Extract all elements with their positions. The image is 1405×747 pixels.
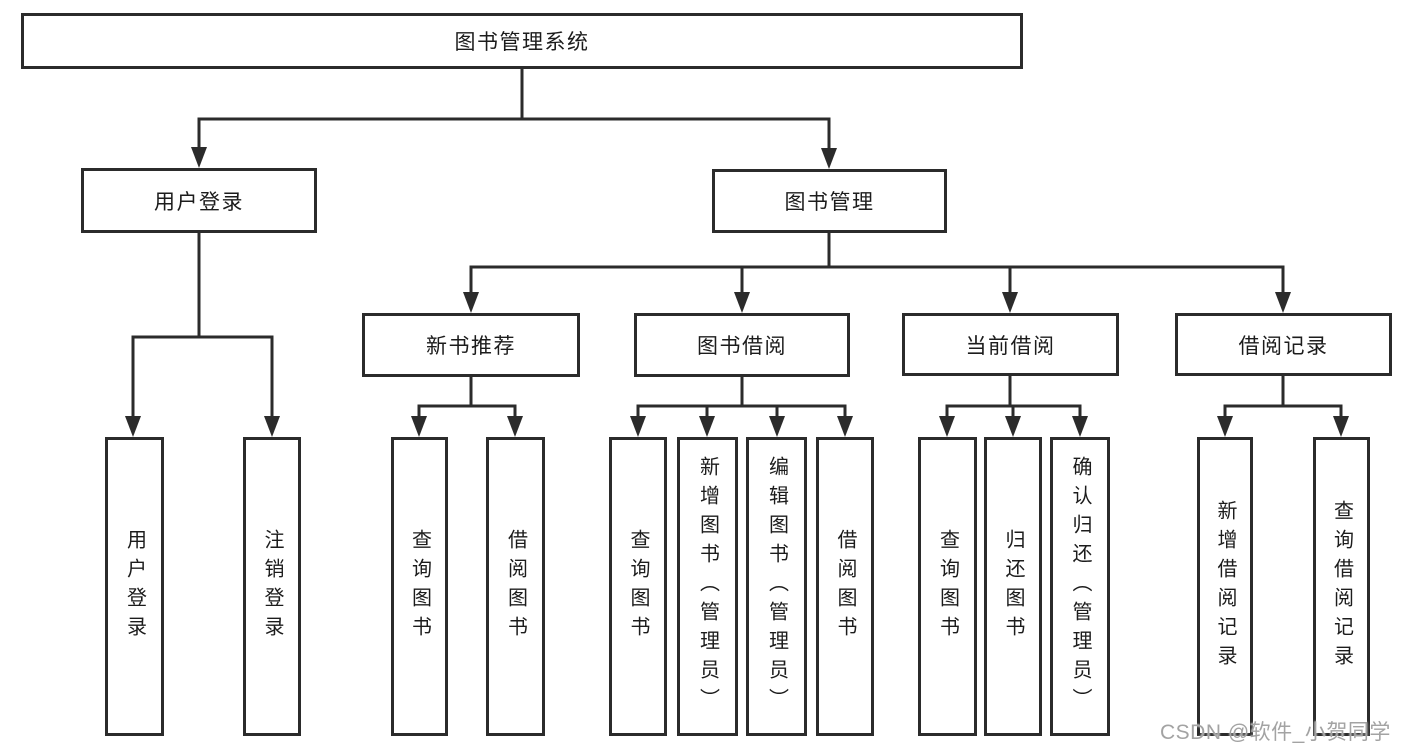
watermark: CSDN @软件_小贺同学 (1160, 721, 1391, 744)
leaf-label: 查询图书 (408, 528, 431, 645)
node-label: 借阅记录 (1238, 334, 1329, 358)
leaf-query-books-current: 查询图书 (918, 437, 977, 736)
arrow-down-icon (939, 416, 955, 437)
arrow-down-icon (769, 416, 785, 437)
connector-login-branch (131, 233, 274, 420)
node-user-login: 用户登录 (81, 168, 317, 233)
arrow-down-icon (411, 416, 427, 437)
arrow-down-icon (699, 416, 715, 437)
node-book-borrow: 图书借阅 (634, 313, 850, 377)
arrow-down-icon (1333, 416, 1349, 437)
arrow-down-icon (1002, 292, 1018, 313)
connector-recommend-branch (417, 377, 517, 420)
arrow-down-icon (264, 416, 280, 437)
leaf-label: 借阅图书 (834, 528, 856, 645)
arrow-down-icon (630, 416, 646, 437)
leaf-label: 确认归还（管理员） (1069, 456, 1091, 717)
node-label: 图书管理 (784, 191, 875, 214)
connector-records-branch (1223, 376, 1343, 420)
node-label: 用户登录 (154, 190, 244, 214)
arrow-down-icon (837, 416, 853, 437)
arrow-down-icon (463, 292, 479, 313)
leaf-return-books: 归还图书 (984, 437, 1042, 736)
leaf-edit-book-admin: 编辑图书（管理员） (746, 437, 807, 736)
connector-mgmt-branch (469, 233, 1285, 296)
arrow-down-icon (1072, 416, 1088, 437)
leaf-add-book-admin: 新增图书（管理员） (677, 437, 738, 736)
leaf-borrow-books-recommend: 借阅图书 (486, 437, 545, 736)
node-label: 当前借阅 (965, 334, 1056, 358)
node-borrow-records: 借阅记录 (1175, 313, 1392, 376)
connector-root-branch (197, 69, 831, 151)
arrow-down-icon (1275, 292, 1291, 313)
leaf-label: 编辑图书（管理员） (765, 456, 788, 717)
leaf-logout: 注销登录 (243, 437, 301, 736)
arrow-down-icon (821, 148, 837, 169)
leaf-confirm-return-admin: 确认归还（管理员） (1050, 437, 1110, 736)
leaf-add-borrow-record: 新增借阅记录 (1197, 437, 1253, 736)
node-label: 图书管理系统 (454, 31, 590, 54)
node-label: 新书推荐 (426, 335, 516, 358)
leaf-label: 注销登录 (261, 528, 283, 645)
node-new-book-recommend: 新书推荐 (362, 313, 580, 377)
arrow-down-icon (507, 416, 523, 437)
arrow-down-icon (734, 292, 750, 313)
arrow-down-icon (191, 147, 207, 168)
leaf-query-borrow-record: 查询借阅记录 (1313, 437, 1370, 736)
leaf-label: 归还图书 (1002, 528, 1024, 645)
connector-current-branch (945, 376, 1082, 420)
leaf-label: 查询借阅记录 (1330, 499, 1353, 674)
leaf-label: 借阅图书 (504, 528, 527, 645)
leaf-query-books-recommend: 查询图书 (391, 437, 448, 736)
arrow-down-icon (1005, 416, 1021, 437)
arrow-down-icon (125, 416, 141, 437)
node-current-borrow: 当前借阅 (902, 313, 1119, 376)
leaf-label: 新增图书（管理员） (696, 456, 719, 717)
leaf-label: 查询图书 (936, 528, 959, 645)
leaf-query-books-borrow: 查询图书 (609, 437, 667, 736)
leaf-label: 新增借阅记录 (1214, 499, 1236, 674)
leaf-borrow-books: 借阅图书 (816, 437, 874, 736)
node-library-management-system: 图书管理系统 (21, 13, 1023, 69)
leaf-user-login: 用户登录 (105, 437, 164, 736)
connector-borrow-branch (636, 377, 847, 420)
leaf-label: 查询图书 (627, 528, 649, 645)
leaf-label: 用户登录 (123, 528, 146, 645)
node-book-management: 图书管理 (712, 169, 947, 233)
node-label: 图书借阅 (697, 335, 787, 358)
arrow-down-icon (1217, 416, 1233, 437)
